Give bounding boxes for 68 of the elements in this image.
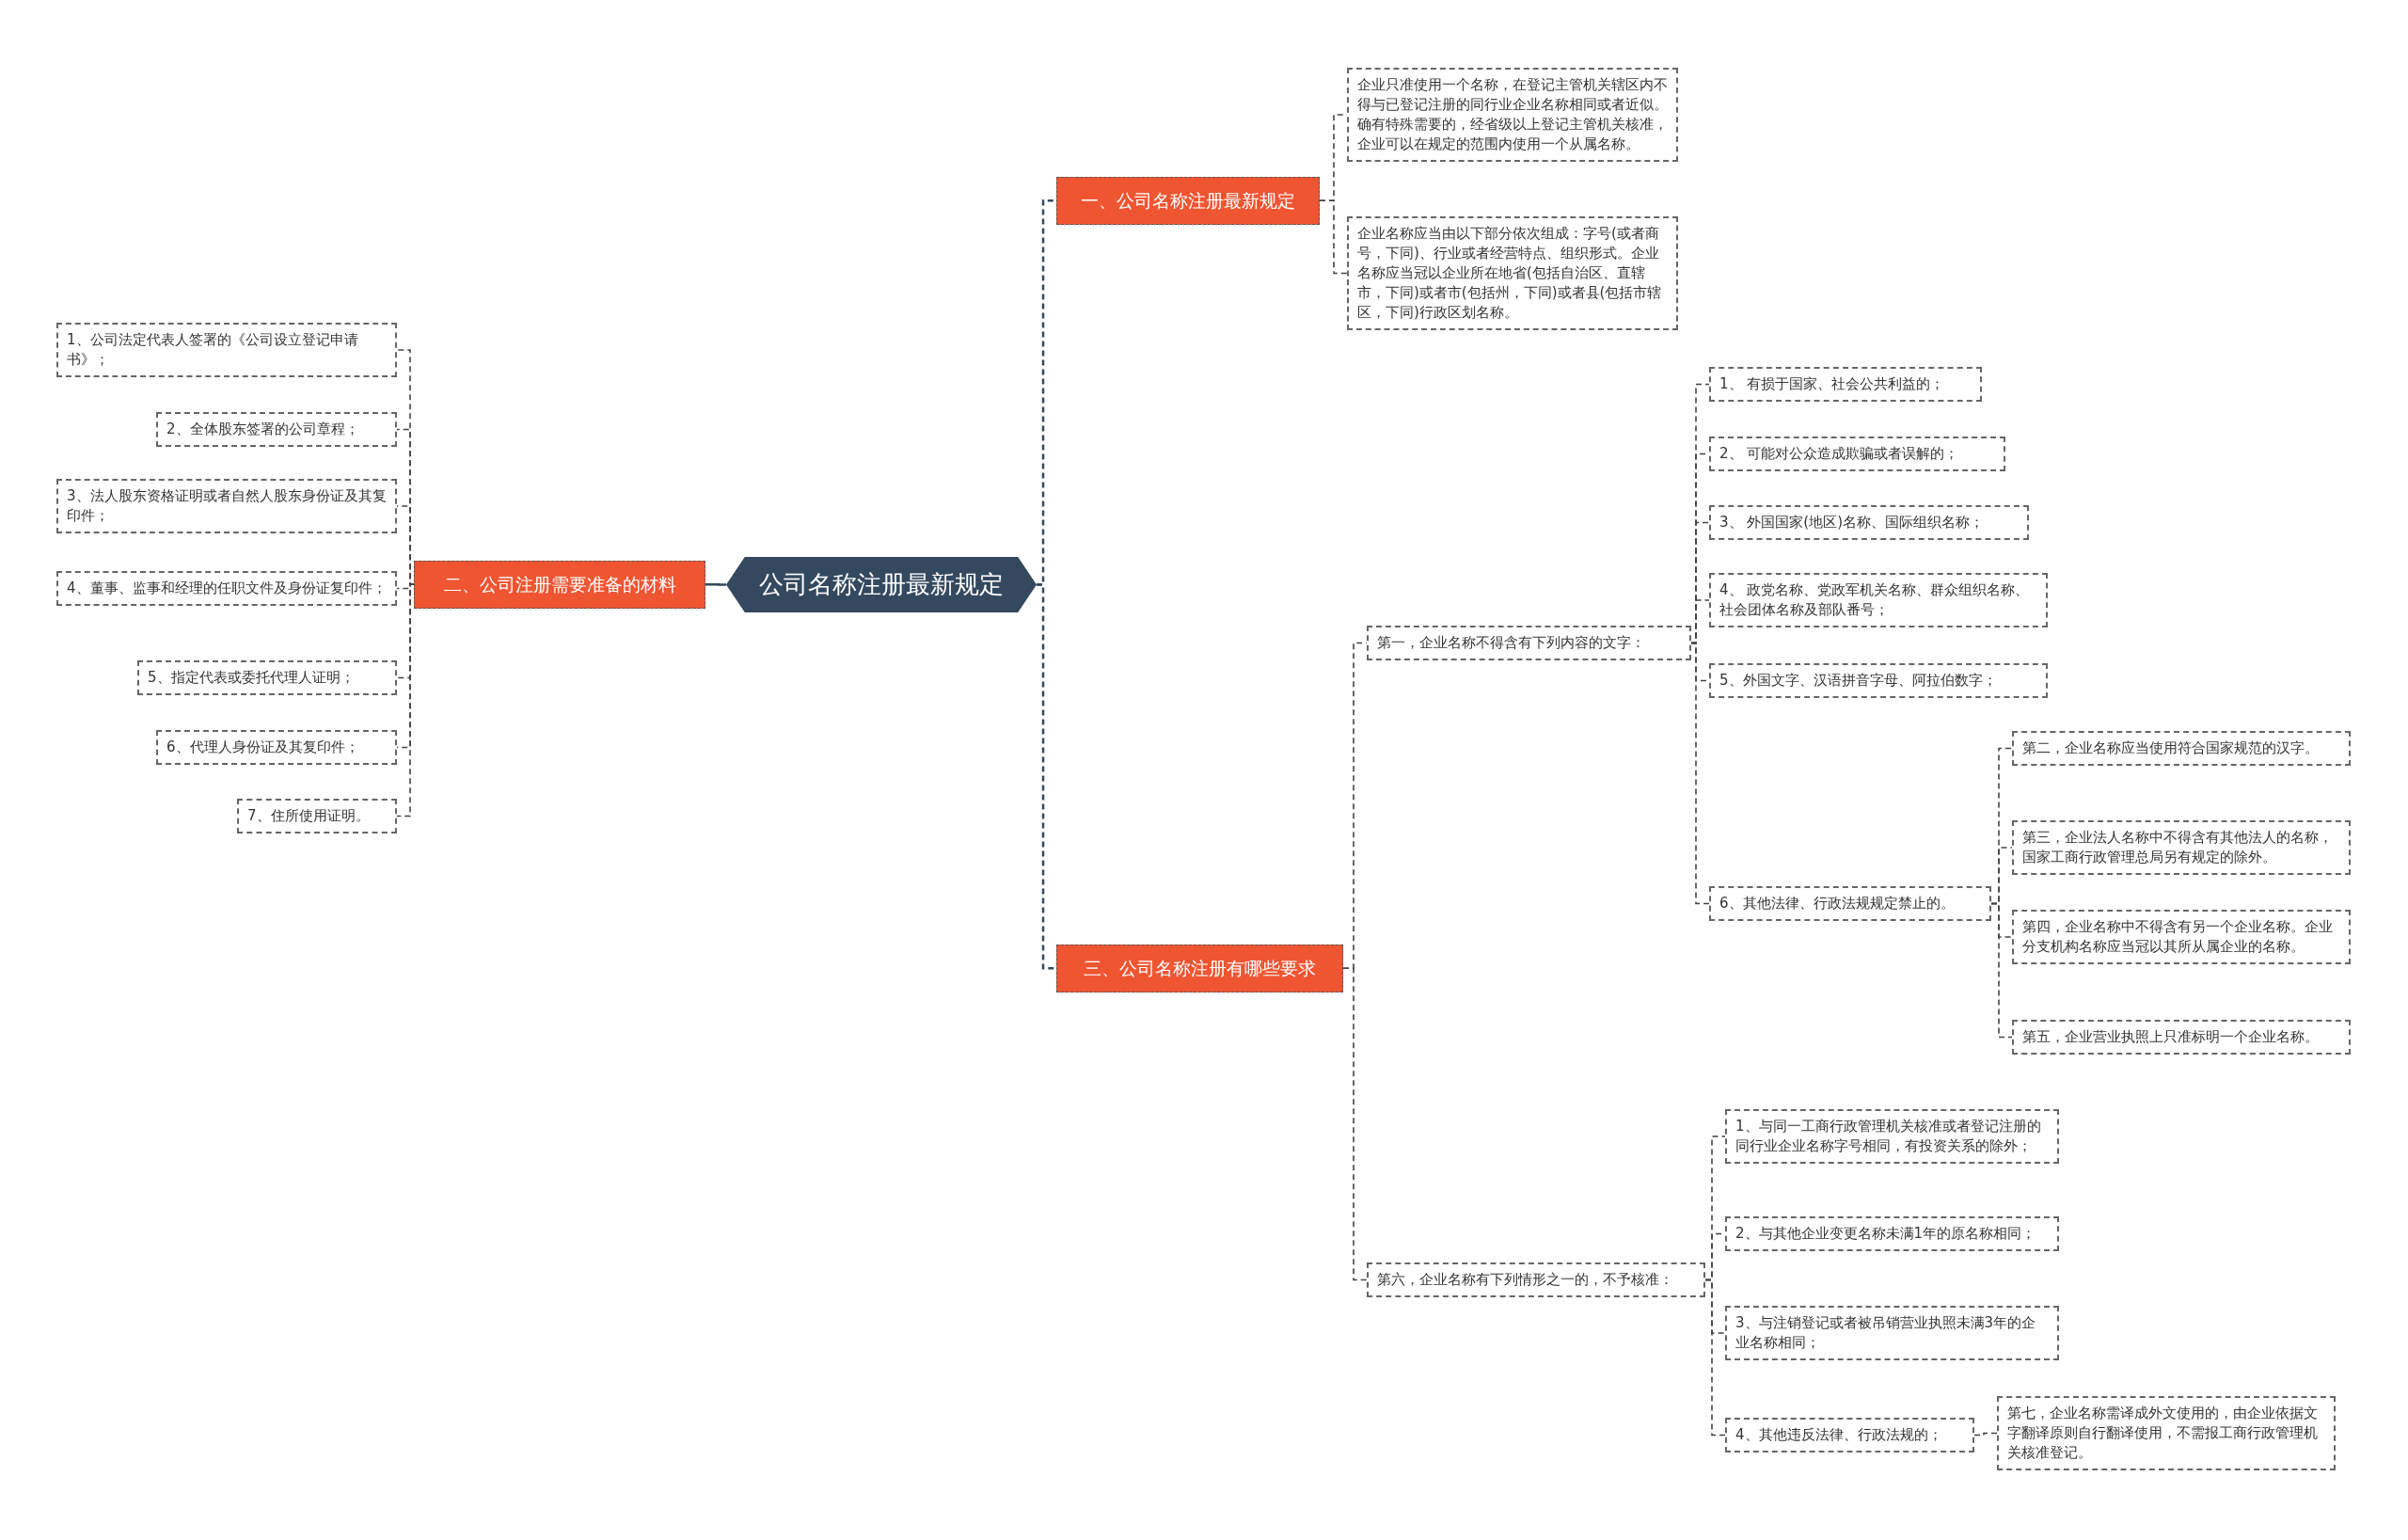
note-box — [1725, 1418, 1974, 1453]
note-box — [1347, 216, 1678, 330]
note-box — [1709, 367, 1982, 402]
note-text: 第七，企业名称需译成外文使用的，由企业依据文字翻译原则自行翻译使用，不需报工商行政管理机关核准登记。 — [2007, 1404, 2319, 1463]
note-box — [1725, 1109, 2059, 1164]
branch-topic — [1056, 177, 1320, 225]
branch-topic — [1056, 945, 1343, 992]
note-text: 第一，企业名称不得含有下列内容的文字： — [1377, 633, 1646, 653]
note-text: 6、其他法律、行政法规规定禁止的。 — [1719, 894, 1956, 913]
note-text: 第四，企业名称中不得含有另一个企业名称。企业分支机构名称应当冠以其所从属企业的名称。 — [2022, 917, 2334, 957]
topic-label: 二、公司注册需要准备的材料 — [442, 573, 677, 596]
topic-label: 三、公司名称注册有哪些要求 — [1083, 957, 1317, 980]
note-text: 4、董事、监事和经理的任职文件及身份证复印件； — [67, 579, 387, 598]
note-text: 4、其他违反法律、行政法规的； — [1735, 1425, 1943, 1445]
note-text: 7、住所使用证明。 — [247, 806, 371, 826]
connector-line — [1037, 583, 1056, 970]
note-text: 第二，企业名称应当使用符合国家规范的汉字。 — [2022, 738, 2320, 758]
note-text: 第五，企业营业执照上只准标明一个企业名称。 — [2022, 1027, 2320, 1047]
note-box — [56, 323, 397, 377]
note-box — [2012, 910, 2351, 964]
note-box — [237, 799, 397, 834]
central-topic — [726, 557, 1037, 612]
note-box — [1725, 1306, 2059, 1360]
note-text: 4、 政党名称、党政军机关名称、群众组织名称、社会团体名称及部队番号； — [1719, 580, 2031, 620]
note-box — [2012, 731, 2351, 766]
note-text: 1、与同一工商行政管理机关核准或者登记注册的同行业企业名称字号相同，有投资关系的除外； — [1735, 1117, 2042, 1156]
note-box — [2012, 820, 2351, 875]
note-text: 企业只准使用一个名称，在登记主管机关辖区内不得与已登记注册的同行业企业名称相同或者近似。确有特殊需要的，经省级以上登记主管机关核准，企业可以在规定的范围内使用一个从属名称。 — [1357, 75, 1668, 154]
note-text: 5、指定代表或委托代理人证明； — [148, 668, 356, 688]
note-box — [56, 571, 397, 606]
note-text: 6、代理人身份证及其复印件； — [166, 738, 360, 757]
connector-line — [1990, 902, 2013, 1039]
note-box — [1709, 663, 2048, 698]
branch-topic — [414, 561, 705, 609]
note-box — [2012, 1020, 2351, 1055]
note-text: 1、 有损于国家、社会公共利益的； — [1719, 374, 1946, 394]
connector-line — [1704, 1278, 1726, 1437]
note-text: 3、 外国国家(地区)名称、国际组织名称； — [1719, 513, 1985, 532]
note-box — [1347, 68, 1678, 162]
note-text: 5、外国文字、汉语拼音字母、阿拉伯数字； — [1719, 671, 1998, 691]
note-box — [1709, 573, 2048, 627]
connector-line — [1690, 642, 1710, 905]
note-box — [1367, 626, 1691, 660]
note-box — [156, 730, 397, 765]
note-box — [1367, 1262, 1705, 1297]
note-text: 1、公司法定代表人签署的《公司设立登记申请书》； — [67, 330, 359, 370]
topic-label: 一、公司名称注册最新规定 — [1080, 189, 1296, 213]
note-text: 2、与其他企业变更名称未满1年的原名称相同； — [1735, 1224, 2037, 1244]
note-box — [1709, 886, 1991, 921]
note-box — [137, 660, 397, 695]
note-box — [56, 479, 397, 533]
note-text: 3、与注销登记或者被吊销营业执照未满3年的企业名称相同； — [1735, 1313, 2037, 1353]
note-text: 第六，企业名称有下列情形之一的，不予核准： — [1377, 1270, 1674, 1290]
note-text: 企业名称应当由以下部分依次组成：字号(或者商号，下同)、行业或者经营特点、组织形式。企业名称应当冠以企业所在地省(包括自治区、直辖市，下同)或者市(包括州，下同)或者县(包括市辖区，下同)行政区划名称。 — [1357, 224, 1663, 323]
note-text: 3、法人股东资格证明或者自然人股东身份证及其复印件； — [67, 486, 387, 526]
note-text: 2、 可能对公众造成欺骗或者误解的； — [1719, 444, 1960, 464]
topic-label: 公司名称注册最新规定 — [758, 569, 1005, 600]
connector-line — [705, 583, 726, 586]
note-box — [1709, 437, 2005, 471]
note-box — [1725, 1216, 2059, 1251]
note-box — [156, 412, 397, 447]
connector-line — [1319, 199, 1348, 275]
connector-line — [1342, 967, 1368, 1281]
note-text: 2、全体股东签署的公司章程； — [166, 420, 360, 439]
note-box — [1709, 505, 2029, 540]
connector-line — [1973, 1432, 1998, 1437]
note-text: 第三，企业法人名称中不得含有其他法人的名称，国家工商行政管理总局另有规定的除外。 — [2022, 828, 2334, 867]
note-box — [1997, 1396, 2336, 1470]
